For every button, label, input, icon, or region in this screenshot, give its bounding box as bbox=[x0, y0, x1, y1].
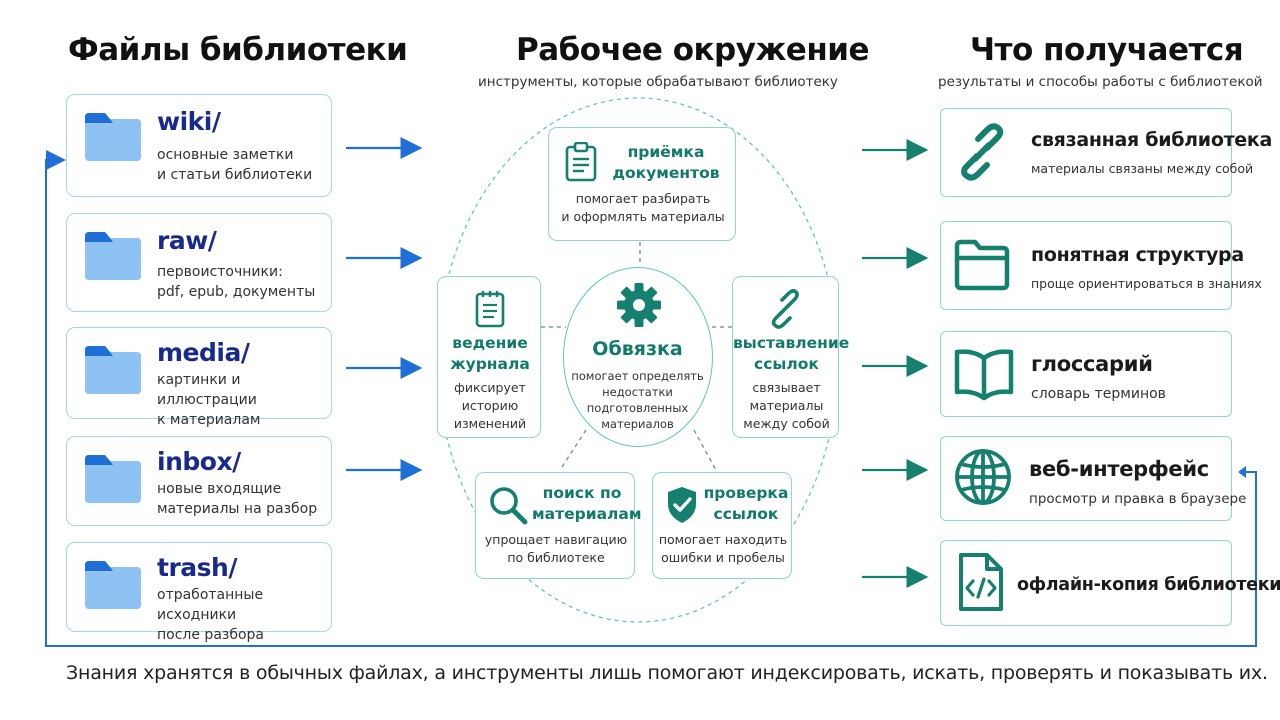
output-arrows bbox=[862, 139, 929, 588]
gear-icon bbox=[617, 283, 661, 327]
tool-desc: помогает разбирать и оформлять материалы bbox=[561, 191, 725, 224]
tool-journal[interactable]: ведение журнала фиксирует историю измене… bbox=[437, 276, 541, 438]
tool-desc: помогает находить ошибки и пробелы bbox=[658, 532, 788, 565]
tool-intake[interactable]: приёмка документов помогает разбирать и … bbox=[548, 127, 736, 241]
clipboard-icon bbox=[565, 142, 597, 182]
result-card-linked-library[interactable]: связанная библиотека материалы связаны м… bbox=[940, 108, 1272, 197]
folder-outline-icon bbox=[954, 239, 1010, 291]
tool-name: проверка ссылок bbox=[703, 484, 789, 523]
globe-icon bbox=[955, 449, 1011, 505]
tool-checklinks[interactable]: проверка ссылок помогает находить ошибки… bbox=[652, 472, 792, 579]
shield-check-icon bbox=[668, 487, 696, 523]
folder-icon bbox=[85, 346, 141, 394]
tool-desc: фиксирует историю изменений bbox=[453, 380, 527, 431]
result-card-clear-structure[interactable]: понятная структура проще ориентироваться… bbox=[940, 221, 1262, 310]
library-card-desc: основные заметки и статьи библиотеки bbox=[157, 147, 313, 183]
result-title: связанная библиотека bbox=[1031, 129, 1272, 151]
result-card-offline-copy[interactable]: офлайн-копия библиотеки bbox=[940, 540, 1280, 626]
folder-icon bbox=[85, 561, 141, 609]
folder-icon bbox=[85, 232, 141, 280]
library-card-raw[interactable]: raw/ первоисточники: pdf, epub, документ… bbox=[66, 213, 332, 312]
tool-linking[interactable]: выставление ссылок связывает материалы м… bbox=[732, 276, 850, 438]
result-card-web-interface[interactable]: веб-интерфейс просмотр и правка в браузе… bbox=[940, 436, 1246, 521]
result-title: веб-интерфейс bbox=[1029, 457, 1209, 481]
tool-links bbox=[541, 242, 733, 471]
code-file-icon bbox=[959, 553, 1003, 611]
library-card-desc: первоисточники: pdf, epub, документы bbox=[157, 264, 316, 300]
folder-icon bbox=[85, 113, 141, 161]
result-card-glossary[interactable]: глоссарий словарь терминов bbox=[940, 331, 1232, 417]
library-card-trash[interactable]: trash/ отработанные исходники после разб… bbox=[66, 542, 332, 643]
link-icon bbox=[961, 123, 1004, 181]
result-desc: словарь терминов bbox=[1031, 386, 1166, 402]
result-title: офлайн-копия библиотеки bbox=[1017, 575, 1280, 595]
library-card-name: trash/ bbox=[157, 553, 237, 582]
tool-desc: связывает материалы между собой bbox=[743, 380, 830, 431]
library-card-media[interactable]: media/ картинки и иллюстрации к материал… bbox=[66, 327, 332, 428]
results-title: Что получается bbox=[970, 32, 1244, 68]
core-desc: помогает определять недостатки подготовл… bbox=[571, 369, 704, 431]
core-name: Обвязка bbox=[592, 338, 683, 360]
tool-core[interactable]: Обвязка помогает определять недостатки п… bbox=[563, 267, 713, 447]
footer-note: Знания хранятся в обычных файлах, а инст… bbox=[66, 662, 1268, 684]
results-subtitle: результаты и способы работы с библиотеко… bbox=[938, 74, 1263, 90]
library-card-wiki[interactable]: wiki/ основные заметки и статьи библиоте… bbox=[66, 94, 332, 197]
result-desc: проще ориентироваться в знаниях bbox=[1031, 276, 1262, 291]
library-card-desc: новые входящие материалы на разбор bbox=[157, 481, 318, 517]
folder-icon bbox=[85, 455, 141, 503]
tool-search[interactable]: поиск по материалам упрощает навигацию п… bbox=[475, 472, 642, 579]
search-icon bbox=[490, 487, 528, 525]
tool-desc: упрощает навигацию по библиотеке bbox=[484, 532, 628, 565]
link-icon bbox=[771, 289, 799, 329]
result-title: глоссарий bbox=[1031, 352, 1153, 376]
notepad-icon bbox=[475, 291, 505, 328]
library-card-name: raw/ bbox=[157, 226, 217, 255]
environment-title: Рабочее окружение bbox=[516, 32, 869, 68]
library-card-name: media/ bbox=[157, 338, 250, 367]
result-desc: материалы связаны между собой bbox=[1031, 161, 1254, 176]
input-arrows bbox=[346, 137, 423, 481]
library-card-name: wiki/ bbox=[157, 107, 221, 136]
library-card-inbox[interactable]: inbox/ новые входящие материалы на разбо… bbox=[66, 436, 332, 526]
result-title: понятная структура bbox=[1031, 244, 1244, 266]
book-icon bbox=[954, 349, 1014, 401]
environment-subtitle: инструменты, которые обрабатывают библио… bbox=[478, 74, 838, 90]
library-card-desc: отработанные исходники после разбора bbox=[157, 587, 265, 643]
tool-name: выставление ссылок bbox=[733, 334, 850, 373]
result-desc: просмотр и правка в браузере bbox=[1029, 491, 1247, 507]
tool-name: ведение журнала bbox=[450, 334, 530, 373]
tool-name: поиск по материалам bbox=[532, 484, 642, 523]
tool-name: приёмка документов bbox=[612, 143, 720, 182]
library-card-desc: картинки и иллюстрации к материалам bbox=[157, 372, 261, 428]
library-card-name: inbox/ bbox=[157, 447, 241, 476]
library-title: Файлы библиотеки bbox=[68, 32, 408, 68]
